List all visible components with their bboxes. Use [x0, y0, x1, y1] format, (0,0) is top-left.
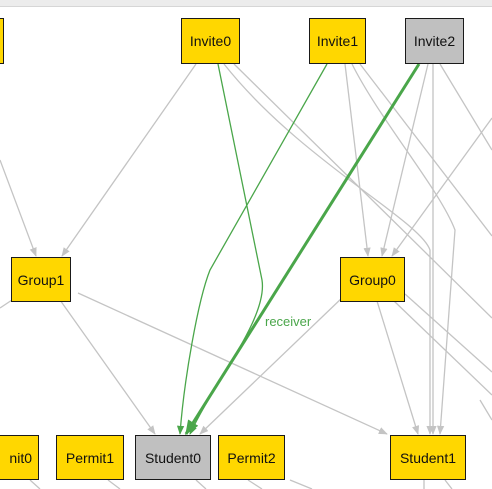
- edge-bottom-stub-5: [289, 479, 313, 489]
- edge-invite2-to-student0-receiver: [184, 63, 421, 436]
- edge-invite1-to-student0: [176, 63, 328, 435]
- edge-invite0-to-group1: [61, 63, 197, 257]
- edge-invite0-to-student1: [223, 63, 434, 435]
- edge-invite2-to-offscreen: [439, 63, 492, 151]
- edge-group0-to-student1: [376, 300, 420, 435]
- node-group1[interactable]: Group1: [11, 257, 71, 302]
- node-student1[interactable]: Student1: [390, 435, 466, 480]
- edge-bottom-stub-3: [195, 479, 207, 489]
- node-group0[interactable]: Group0: [340, 257, 405, 302]
- edge-invite0-to-student0: [189, 63, 264, 435]
- edge-bottom-stub-1: [29, 479, 41, 489]
- edge-bottom-stub-2: [107, 479, 121, 489]
- edge-invite2-to-group0: [380, 63, 429, 257]
- node-permit1[interactable]: Permit1: [56, 435, 124, 480]
- node-permit2[interactable]: Permit2: [218, 435, 285, 480]
- edge-invite1-to-group0: [344, 63, 371, 257]
- edge-bottom-stub-7: [444, 479, 453, 489]
- node-invite1[interactable]: Invite1: [309, 18, 366, 64]
- edge-bottom-stub-4: [247, 479, 263, 489]
- edge-group0-to-student0: [199, 295, 345, 435]
- node-student0[interactable]: Student0: [135, 435, 211, 480]
- node-invite2[interactable]: Invite2: [405, 18, 464, 64]
- node-permit-left[interactable]: nit0: [0, 435, 39, 480]
- edge-offscreen-to-group0: [391, 117, 492, 257]
- edge-label-receiver: receiver: [265, 314, 312, 329]
- edge-group0-offscreen-right-2: [404, 293, 492, 373]
- node-invite0[interactable]: Invite0: [181, 18, 240, 64]
- edge-offscreen-to-group1: [0, 159, 37, 257]
- edge-group0-offscreen-right: [393, 300, 492, 396]
- edge-group1-offscreen-left: [0, 299, 13, 309]
- edge-invite1-to-offscreen: [359, 63, 492, 237]
- edge-right-stub: [479, 399, 492, 421]
- top-window-edge: [0, 0, 492, 7]
- edge-group1-to-student0: [59, 299, 156, 435]
- edge-group1-to-student1: [77, 292, 388, 435]
- node-offscreen-left-top[interactable]: [0, 18, 4, 64]
- edge-invite1-to-student1: [351, 63, 456, 435]
